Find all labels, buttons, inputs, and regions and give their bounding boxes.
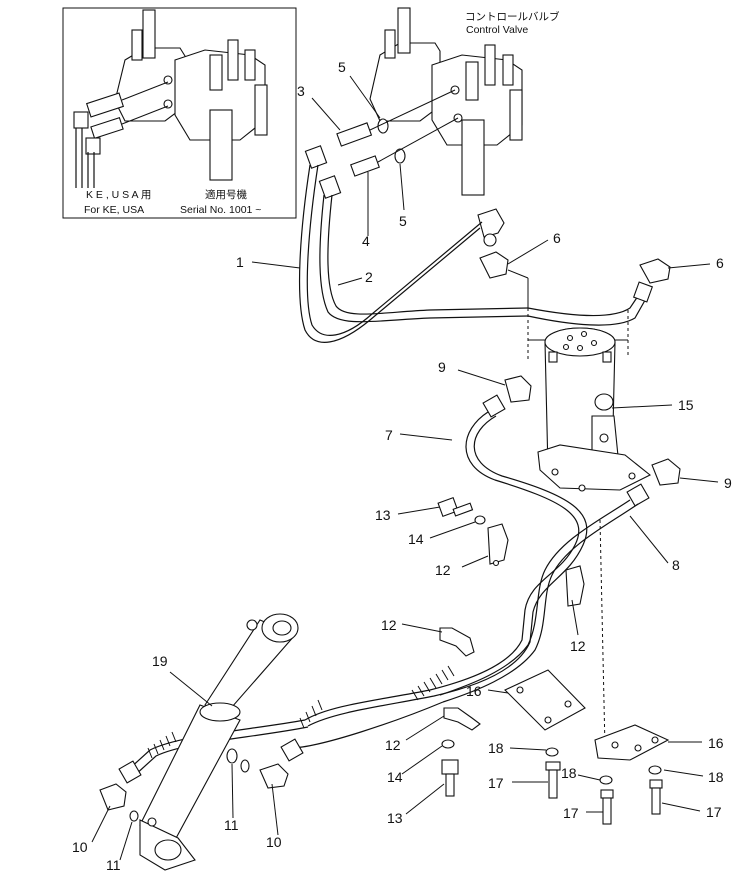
- control-valve-label-jp: コントロールバルブ: [465, 10, 560, 23]
- callout-12d: 12: [385, 737, 401, 753]
- callout-18c: 18: [708, 769, 724, 785]
- callout-18a: 18: [488, 740, 504, 756]
- callout-18b: 18: [561, 765, 577, 781]
- control-valve: [369, 7, 523, 196]
- callout-11a: 11: [106, 857, 121, 872]
- callout-4: 4: [362, 233, 370, 249]
- callout-15: 15: [678, 397, 694, 413]
- callout-14a: 14: [408, 531, 424, 547]
- callout-8: 8: [672, 557, 680, 573]
- swivel-joint: [537, 327, 652, 492]
- inset-serial-jp: 適用号機: [205, 188, 247, 201]
- callout-5b: 5: [399, 213, 407, 229]
- clamps: [439, 523, 585, 731]
- brackets-16-17-18: [504, 669, 670, 825]
- callout-3: 3: [297, 83, 305, 99]
- callout-5a: 5: [338, 59, 346, 75]
- inset-label-jp: K E , U S A 用: [86, 189, 151, 201]
- bolts-13-14: [437, 496, 486, 797]
- callout-17c: 17: [706, 804, 722, 820]
- elbow-fittings-9: [504, 375, 681, 486]
- inset-label-en: For KE, USA: [84, 204, 144, 216]
- callout-12b: 12: [381, 617, 397, 633]
- callout-13b: 13: [387, 810, 403, 826]
- callout-6a: 6: [553, 230, 561, 246]
- callout-16a: 16: [466, 683, 482, 699]
- callout-12a: 12: [435, 562, 451, 578]
- inset-panel: K E , U S A 用 For KE, USA 適用号機 Serial No…: [62, 7, 297, 219]
- callout-16b: 16: [708, 735, 724, 751]
- elbow-fittings-6: [479, 251, 671, 308]
- cylinder: [139, 613, 299, 871]
- callout-10b: 10: [266, 834, 282, 850]
- callout-17b: 17: [563, 805, 579, 821]
- callout-13a: 13: [375, 507, 391, 523]
- callout-12c: 12: [570, 638, 586, 654]
- control-valve-label-en: Control Valve: [466, 24, 528, 36]
- hoses-1-2: [298, 164, 649, 360]
- callout-11b: 11: [224, 817, 239, 833]
- callout-17a: 17: [488, 775, 504, 791]
- hoses-7-8: [147, 394, 650, 759]
- callout-10a: 10: [72, 839, 88, 855]
- callout-6b: 6: [716, 255, 724, 271]
- callout-2: 2: [365, 269, 373, 285]
- callout-numbers: 1 2 3 4 5 5 6 6 7 8 9 9 10 10 11 11 12 1…: [72, 59, 732, 872]
- callout-19: 19: [152, 653, 168, 669]
- leader-lines: [91, 75, 719, 861]
- fittings-upper: [304, 89, 505, 247]
- fittings-10-11: [99, 748, 289, 822]
- inset-fittings: [73, 81, 169, 188]
- inset-control-valve: [114, 9, 268, 181]
- callout-9a: 9: [438, 359, 446, 375]
- callout-1: 1: [236, 254, 244, 270]
- inset-serial-en: Serial No. 1001 ~: [180, 204, 261, 216]
- callout-9b: 9: [724, 475, 732, 491]
- callout-14b: 14: [387, 769, 403, 785]
- callout-7: 7: [385, 427, 393, 443]
